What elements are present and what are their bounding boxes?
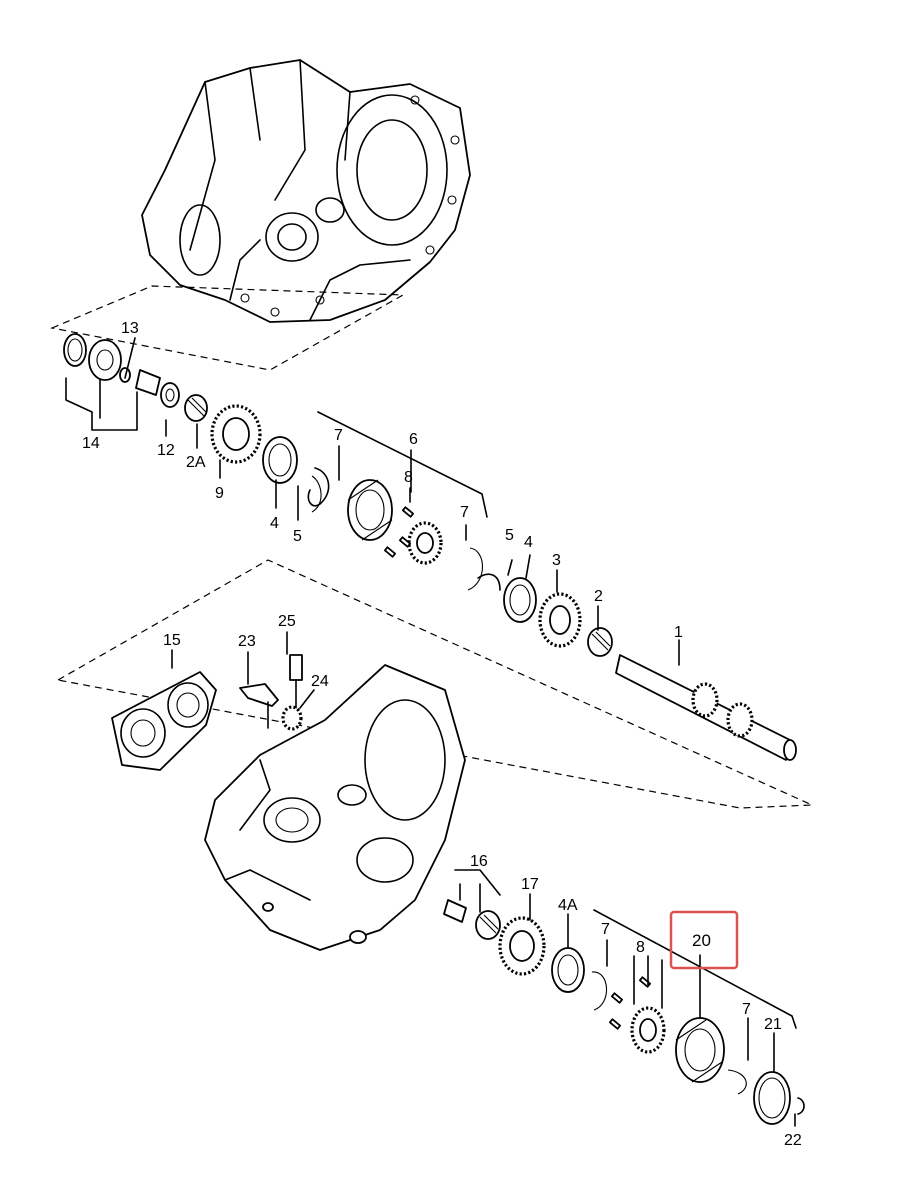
upper-leader-lines [65, 337, 680, 666]
label-23: 23 [238, 633, 256, 650]
shaft-assembly-outline [56, 559, 813, 809]
clutch-housing [141, 59, 471, 323]
label-22: 22 [784, 1132, 802, 1149]
label-24: 24 [311, 673, 329, 690]
label-14: 14 [82, 435, 100, 452]
label-21: 21 [764, 1016, 782, 1033]
label-15: 15 [163, 632, 181, 649]
part-labels: 13 14 12 2A 9 4 5 7 6 8 7 5 4 3 2 1 15 2… [82, 320, 802, 1149]
label-20: 20 [692, 931, 711, 950]
highlighted-callout-20[interactable]: 20 [669, 910, 739, 970]
label-16: 16 [470, 853, 488, 870]
label-2A: 2A [186, 454, 206, 471]
label-4: 4 [524, 534, 533, 551]
label-12: 12 [157, 442, 175, 459]
label-25: 25 [278, 613, 296, 630]
lower-shaft-parts [443, 899, 805, 1125]
label-13: 13 [121, 320, 139, 337]
label-9: 9 [215, 485, 224, 502]
gearbox-housing [204, 664, 466, 951]
label-2: 2 [594, 588, 603, 605]
label-7: 7 [742, 1001, 751, 1018]
label-17: 17 [521, 876, 539, 893]
label-6: 6 [409, 431, 418, 448]
label-1: 1 [674, 624, 683, 641]
highlight-box [669, 910, 739, 970]
label-5: 5 [505, 527, 514, 544]
label-4: 4 [270, 515, 279, 532]
selector-parts [239, 654, 303, 731]
label-4A: 4A [558, 897, 578, 914]
label-8: 8 [636, 939, 645, 956]
lower-leader-lines [171, 631, 797, 1127]
upper-assembly-outline [49, 285, 406, 371]
upper-shaft-parts [63, 333, 797, 761]
label-7: 7 [601, 921, 610, 938]
label-3: 3 [552, 552, 561, 569]
label-8: 8 [404, 469, 413, 486]
label-7: 7 [460, 504, 469, 521]
housing-cover [111, 671, 217, 771]
label-5: 5 [293, 528, 302, 545]
label-7: 7 [334, 427, 343, 444]
